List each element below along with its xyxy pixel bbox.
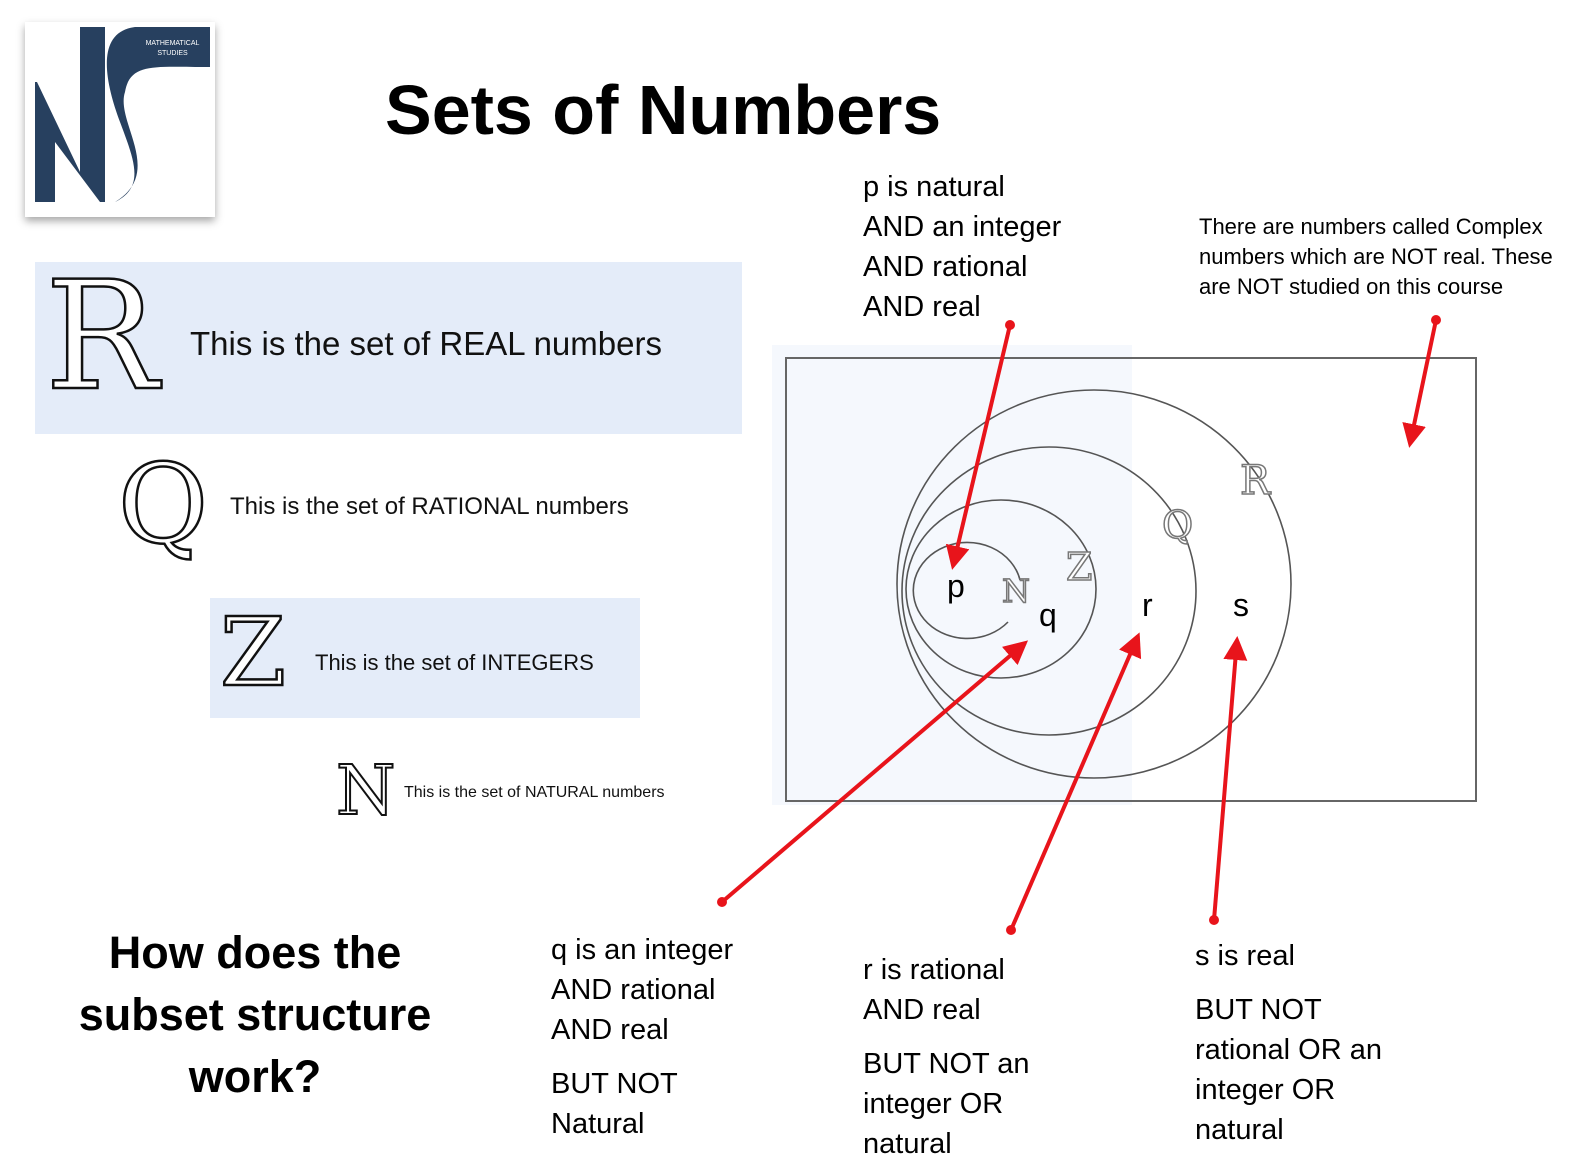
annotation-line: q is an integer (551, 934, 734, 966)
annotation-line: Natural (551, 1108, 645, 1140)
logo-ms-mark (35, 27, 210, 202)
annotation-line: BUT NOT an (863, 1048, 1030, 1080)
point-r: r (1142, 587, 1153, 623)
diagram-label-natural: N (1001, 571, 1031, 611)
annotation-line: rational OR an (1195, 1034, 1382, 1066)
annotation-q: q is an integer AND rational AND real BU… (551, 930, 733, 1144)
annotation-line: integer OR (863, 1088, 1004, 1120)
annotation-s: s is real BUT NOT rational OR an integer… (1195, 936, 1382, 1150)
arrow-s (1212, 636, 1248, 921)
real-band (35, 262, 742, 434)
integer-circle (905, 499, 1097, 679)
integer-band (210, 598, 640, 718)
annotation-line: AND rational (863, 251, 1028, 283)
annotation-line: integer OR (1195, 1074, 1336, 1106)
natural-desc: This is the set of NATURAL numbers (404, 784, 665, 801)
arrow-complex (1402, 319, 1438, 448)
arrows (720, 319, 1438, 931)
arrow-r (1009, 632, 1142, 931)
arrow-p (945, 324, 1012, 570)
question-heading: How does the subset structure work? (78, 927, 432, 1102)
annotation-line: AND an integer (863, 211, 1062, 243)
annotation-line: AND real (863, 994, 981, 1026)
rational-desc: This is the set of RATIONAL numbers (230, 493, 629, 520)
annotation-line: AND real (863, 291, 981, 323)
real-desc: This is the set of REAL numbers (190, 325, 662, 362)
point-p: p (947, 568, 965, 604)
annotation-line: natural (1195, 1114, 1284, 1146)
integer-symbol: Z (219, 597, 288, 710)
annotation-complex: There are numbers called Complex numbers… (1199, 214, 1553, 299)
diagram-label-rational: Q (1161, 502, 1194, 548)
point-q: q (1039, 597, 1057, 633)
rational-circle (901, 446, 1197, 736)
arrow-q (720, 640, 1029, 904)
annotation-line: BUT NOT (551, 1068, 678, 1100)
annotation-line: BUT NOT (1195, 994, 1322, 1026)
annotation-p: p is natural AND an integer AND rational… (863, 167, 1061, 327)
real-circle (896, 389, 1292, 779)
logo-text: MATHEMATICAL STUDIES (145, 40, 200, 57)
annotation-line: s is real (1195, 940, 1295, 972)
annotation-line: p is natural (863, 171, 1005, 203)
natural-symbol: N (335, 751, 396, 832)
annotation-line: AND real (551, 1014, 669, 1046)
diagram-label-real: R (1239, 457, 1271, 505)
annotation-r: r is rational AND real BUT NOT an intege… (863, 950, 1030, 1164)
logo: MATHEMATICAL STUDIES (25, 22, 215, 217)
rational-symbol: Q (117, 439, 210, 570)
real-symbol: R (44, 249, 159, 426)
page-title: Sets of Numbers (385, 71, 942, 149)
annotation-line: natural (863, 1128, 952, 1160)
natural-circle (912, 541, 1021, 640)
diagram-label-integer: Z (1065, 544, 1093, 590)
point-s: s (1233, 587, 1249, 623)
integer-desc: This is the set of INTEGERS (315, 650, 594, 675)
universal-set-box (785, 357, 1477, 802)
annotation-line: r is rational (863, 954, 1005, 986)
annotation-line: AND rational (551, 974, 716, 1006)
